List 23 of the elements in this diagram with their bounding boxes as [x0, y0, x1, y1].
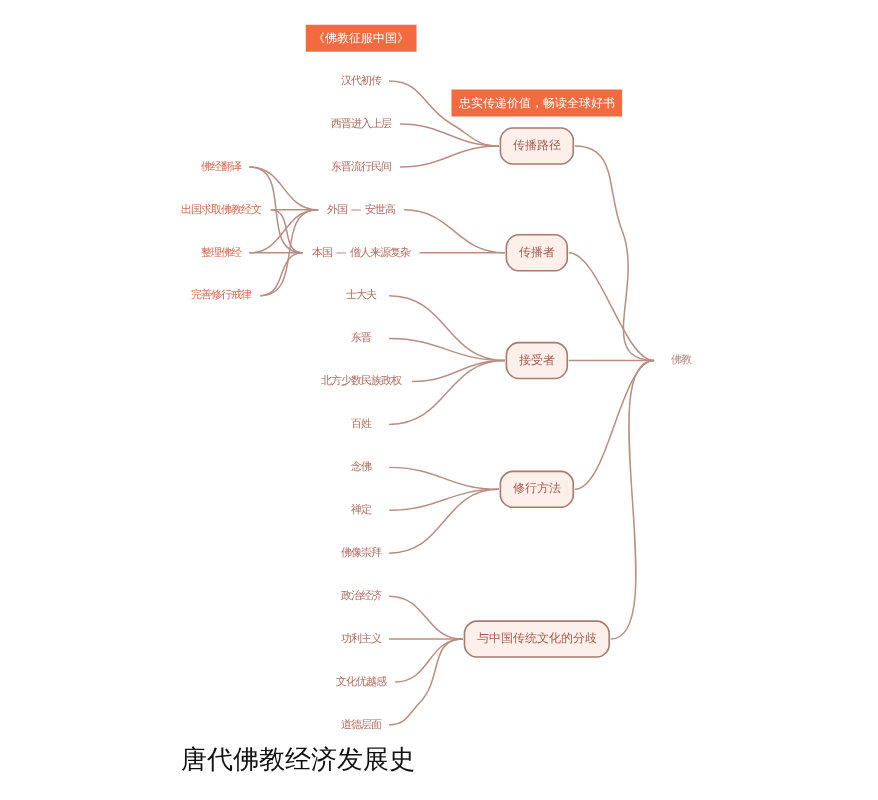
connector: [258, 252, 303, 297]
connector: [387, 466, 499, 491]
connector: [258, 209, 318, 297]
connector: [387, 638, 463, 726]
connector: [269, 209, 318, 211]
diagram-title: 唐代佛教经济发展史: [180, 745, 415, 776]
connector: [387, 359, 505, 426]
connector: [402, 209, 505, 254]
connector: [247, 209, 318, 254]
connector: [567, 359, 654, 362]
connector: [269, 209, 303, 254]
connector: [567, 252, 654, 362]
connector: [608, 359, 654, 640]
connector: [247, 166, 303, 254]
connector: [393, 638, 463, 683]
connector: [398, 145, 499, 168]
connector: [387, 294, 505, 362]
connector: [247, 252, 303, 254]
connector: [387, 488, 499, 554]
connector: [387, 638, 463, 640]
connector: [417, 252, 505, 254]
connector: [573, 359, 654, 491]
connector: [387, 595, 463, 640]
